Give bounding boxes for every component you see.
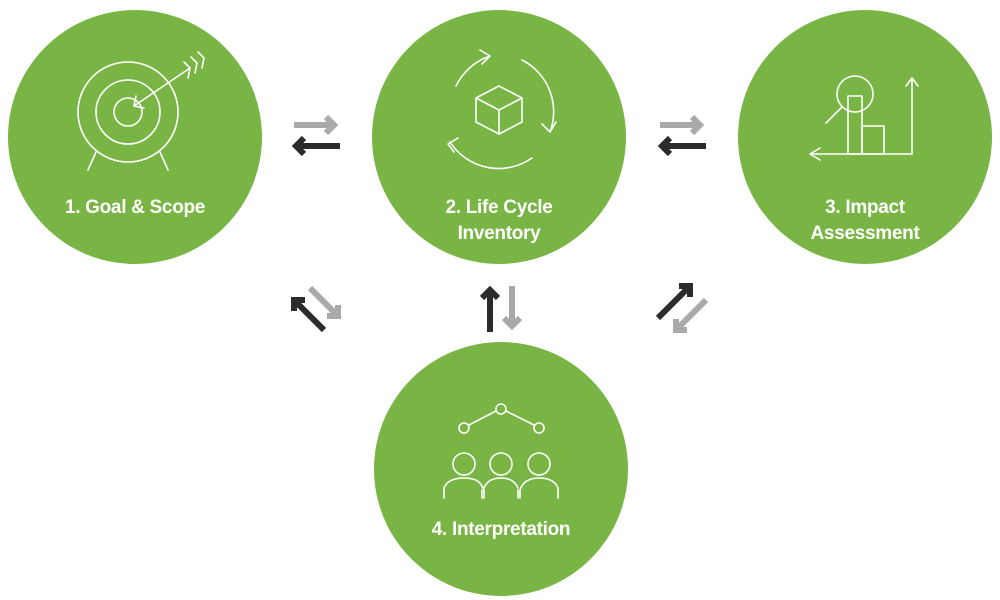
arrow-left-dark-icon bbox=[291, 135, 340, 157]
arrow-right-light-icon bbox=[660, 114, 705, 136]
arrow-left-dark-icon bbox=[657, 135, 706, 157]
goal-scope-label-line1: 1. Goal & Scope bbox=[64, 197, 206, 218]
arrow-up-right-dark-icon bbox=[655, 283, 693, 321]
impact-assessment-node: 3. Impact Assessment bbox=[738, 10, 992, 264]
people-network-icon bbox=[443, 403, 559, 499]
inventory-interpretation-arrows-icon bbox=[479, 285, 523, 332]
magnifier-bar-chart-icon bbox=[809, 75, 919, 161]
life-cycle-inventory-label: 2. Life Cycle Inventory bbox=[372, 195, 626, 247]
impact-assessment-label-line1: 3. Impact bbox=[825, 197, 905, 218]
goal-scope-node: 1. Goal & Scope bbox=[8, 10, 262, 264]
cycle-cube-icon bbox=[447, 49, 557, 170]
target-icon bbox=[77, 51, 205, 171]
life-cycle-inventory-label-line1: 2. Life Cycle bbox=[445, 197, 553, 218]
impact-assessment-label-line2: Assessment bbox=[810, 223, 920, 244]
goal-inventory-arrows-icon bbox=[291, 114, 340, 157]
life-cycle-inventory-label-line2: Inventory bbox=[457, 223, 541, 244]
interpretation-node: 4. Interpretation bbox=[374, 342, 628, 596]
goal-scope-label: 1. Goal & Scope bbox=[8, 195, 262, 221]
interpretation-label: 4. Interpretation bbox=[374, 517, 628, 543]
inventory-impact-arrows-icon bbox=[657, 114, 706, 157]
arrow-right-light-icon bbox=[294, 114, 339, 136]
arrow-up-left-dark-icon bbox=[291, 297, 327, 333]
arrow-up-dark-icon bbox=[479, 285, 501, 332]
arrow-down-light-icon bbox=[501, 286, 523, 331]
arrow-down-left-light-icon bbox=[673, 297, 709, 333]
interpretation-label-line1: 4. Interpretation bbox=[431, 519, 571, 540]
life-cycle-inventory-node: 2. Life Cycle Inventory bbox=[372, 10, 626, 264]
arrow-down-right-light-icon bbox=[307, 285, 341, 319]
goal-interpretation-arrows-icon bbox=[291, 285, 341, 333]
impact-interpretation-arrows-icon bbox=[655, 283, 709, 333]
impact-assessment-label: 3. Impact Assessment bbox=[738, 195, 992, 247]
